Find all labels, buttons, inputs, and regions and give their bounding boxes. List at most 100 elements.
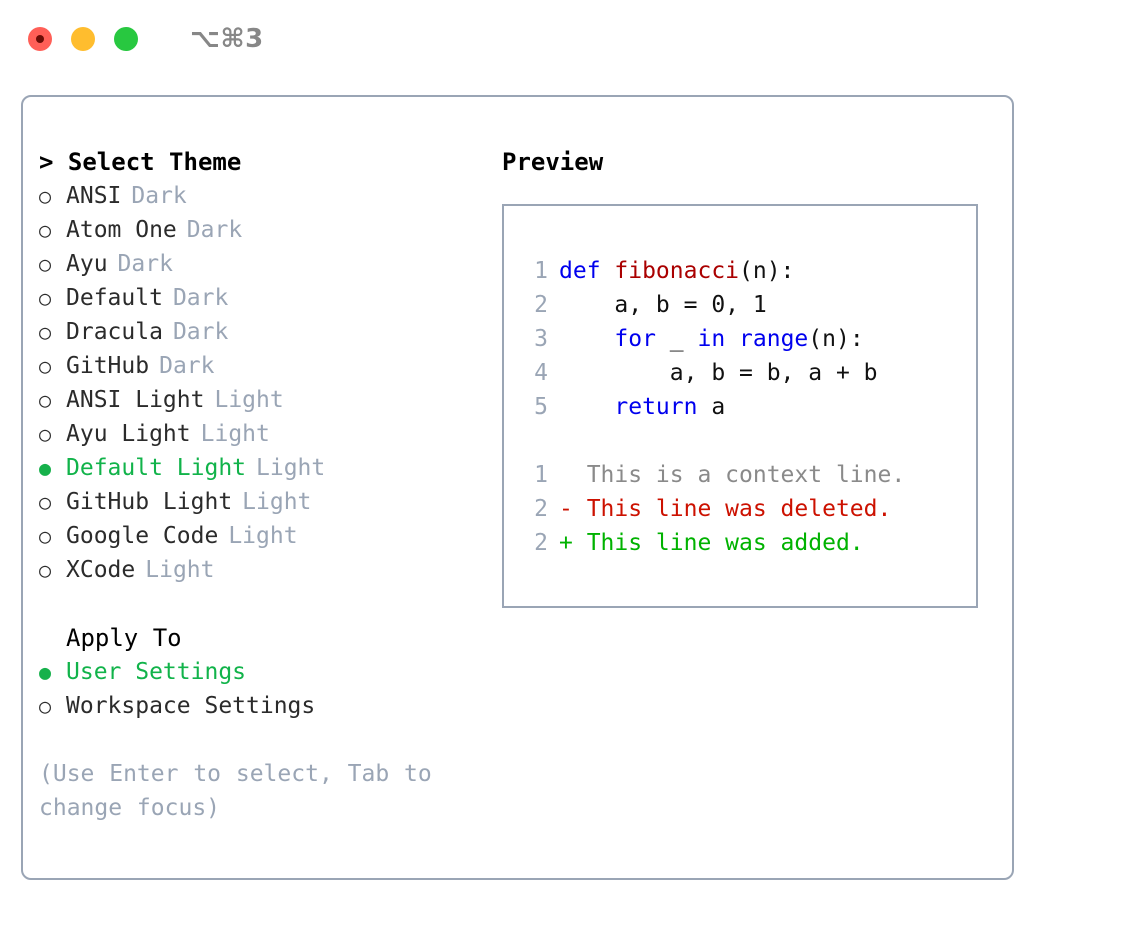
code-row: 3 for _ in range(n): xyxy=(518,322,905,356)
line-number: 2 xyxy=(534,292,548,318)
token-kw: def xyxy=(559,258,615,284)
token-pl xyxy=(559,394,614,420)
token-kw: return xyxy=(614,394,698,420)
token-pl: (n): xyxy=(808,326,864,352)
option-label: ANSI Light xyxy=(66,387,205,413)
token-pl xyxy=(725,326,739,352)
keyboard-shortcut-label: ⌥⌘3 xyxy=(190,24,264,54)
theme-option-1[interactable]: ○ Atom One Dark xyxy=(39,213,479,247)
diff-row: 2 + This line was added. xyxy=(518,526,905,560)
option-label: Ayu xyxy=(66,251,108,277)
code-row: 4 a, b = b, a + b xyxy=(518,356,905,390)
option-variant-tag: Light xyxy=(242,489,312,515)
token-del: - This line was deleted. xyxy=(559,496,892,522)
radio-empty-icon: ○ xyxy=(39,558,52,582)
option-label: XCode xyxy=(66,557,136,583)
code-line-text: for _ in range(n): xyxy=(559,322,864,356)
line-number: 2 xyxy=(534,530,548,556)
token-pl: _ xyxy=(655,326,698,352)
option-variant-tag: Light xyxy=(145,557,215,583)
option-variant-tag: Light xyxy=(228,523,298,549)
option-label: User Settings xyxy=(66,659,247,685)
line-number: 1 xyxy=(534,258,548,284)
keyboard-hint-text: (Use Enter to select, Tab to change focu… xyxy=(39,761,432,821)
token-pl: (n): xyxy=(739,258,795,284)
apply-to-option-0[interactable]: ● User Settings xyxy=(39,655,479,689)
code-line-text: a, b = b, a + b xyxy=(559,356,878,390)
code-line-text: This is a context line. xyxy=(559,458,906,492)
radio-empty-icon: ○ xyxy=(39,388,52,412)
theme-option-11[interactable]: ○ XCode Light xyxy=(39,553,479,587)
theme-option-6[interactable]: ○ ANSI Light Light xyxy=(39,383,479,417)
code-line-text: + This line was added. xyxy=(559,526,864,560)
token-pl: a, b = 0, 1 xyxy=(559,292,767,318)
radio-empty-icon: ○ xyxy=(39,354,52,378)
line-number: 4 xyxy=(534,360,548,386)
line-number: 3 xyxy=(534,326,548,352)
close-window-button[interactable] xyxy=(28,27,52,51)
radio-empty-icon: ○ xyxy=(39,490,52,514)
minimize-window-button[interactable] xyxy=(71,27,95,51)
radio-empty-icon: ○ xyxy=(39,694,52,718)
option-variant-tag: Light xyxy=(214,387,284,413)
radio-selected-icon: ● xyxy=(39,660,52,684)
code-row: 5 return a xyxy=(518,390,905,424)
hint-spacer xyxy=(39,723,479,757)
option-variant-tag: Light xyxy=(200,421,270,447)
traffic-lights xyxy=(28,27,138,51)
option-label: Google Code xyxy=(66,523,219,549)
line-number: 2 xyxy=(534,496,548,522)
radio-empty-icon: ○ xyxy=(39,218,52,242)
radio-empty-icon: ○ xyxy=(39,524,52,548)
code-row: 2 a, b = 0, 1 xyxy=(518,288,905,322)
apply-to-option-1[interactable]: ○Workspace Settings xyxy=(39,689,479,723)
option-label: ANSI xyxy=(66,183,122,209)
select-theme-heading: > Select Theme xyxy=(39,148,242,176)
token-kw: range xyxy=(739,326,809,352)
option-label: GitHub xyxy=(66,353,150,379)
line-number: 5 xyxy=(534,394,548,420)
option-variant-tag: Dark xyxy=(117,251,173,277)
code-line-text: return a xyxy=(559,390,725,424)
line-number: 1 xyxy=(534,462,548,488)
theme-option-10[interactable]: ○ Google Code Light xyxy=(39,519,479,553)
option-variant-tag: Dark xyxy=(172,285,229,311)
radio-selected-icon: ● xyxy=(39,456,52,480)
code-line-text: def fibonacci(n): xyxy=(559,254,794,288)
radio-empty-icon: ○ xyxy=(39,320,52,344)
option-label: Default xyxy=(66,285,163,311)
token-kw: in xyxy=(697,326,726,352)
token-ctx: This is a context line. xyxy=(559,462,906,488)
token-add: + This line was added. xyxy=(559,530,864,556)
option-variant-tag: Dark xyxy=(159,353,215,379)
apply-to-heading: Apply To xyxy=(66,624,182,652)
token-fn: fibonacci xyxy=(614,258,740,284)
option-label: Ayu Light xyxy=(66,421,191,447)
token-pl: a, b = b, a + b xyxy=(559,360,878,386)
maximize-window-button[interactable] xyxy=(114,27,138,51)
token-pl: a xyxy=(697,394,726,420)
option-variant-tag: Dark xyxy=(172,319,229,345)
option-label: Dracula xyxy=(66,319,163,345)
code-line-text: - This line was deleted. xyxy=(559,492,891,526)
theme-option-5[interactable]: ○ GitHub Dark xyxy=(39,349,479,383)
radio-empty-icon: ○ xyxy=(39,184,52,208)
apply-to-option-list[interactable]: ● User Settings ○Workspace Settings xyxy=(39,655,479,723)
option-variant-tag: Dark xyxy=(186,217,243,243)
theme-option-4[interactable]: ○ Dracula Dark xyxy=(39,315,479,349)
diff-sample: 1 This is a context line. 2 - This line wa… xyxy=(518,458,905,560)
option-label: Atom One xyxy=(66,217,177,243)
option-variant-tag: Light xyxy=(256,455,326,481)
code-row: 1 def fibonacci(n): xyxy=(518,254,905,288)
